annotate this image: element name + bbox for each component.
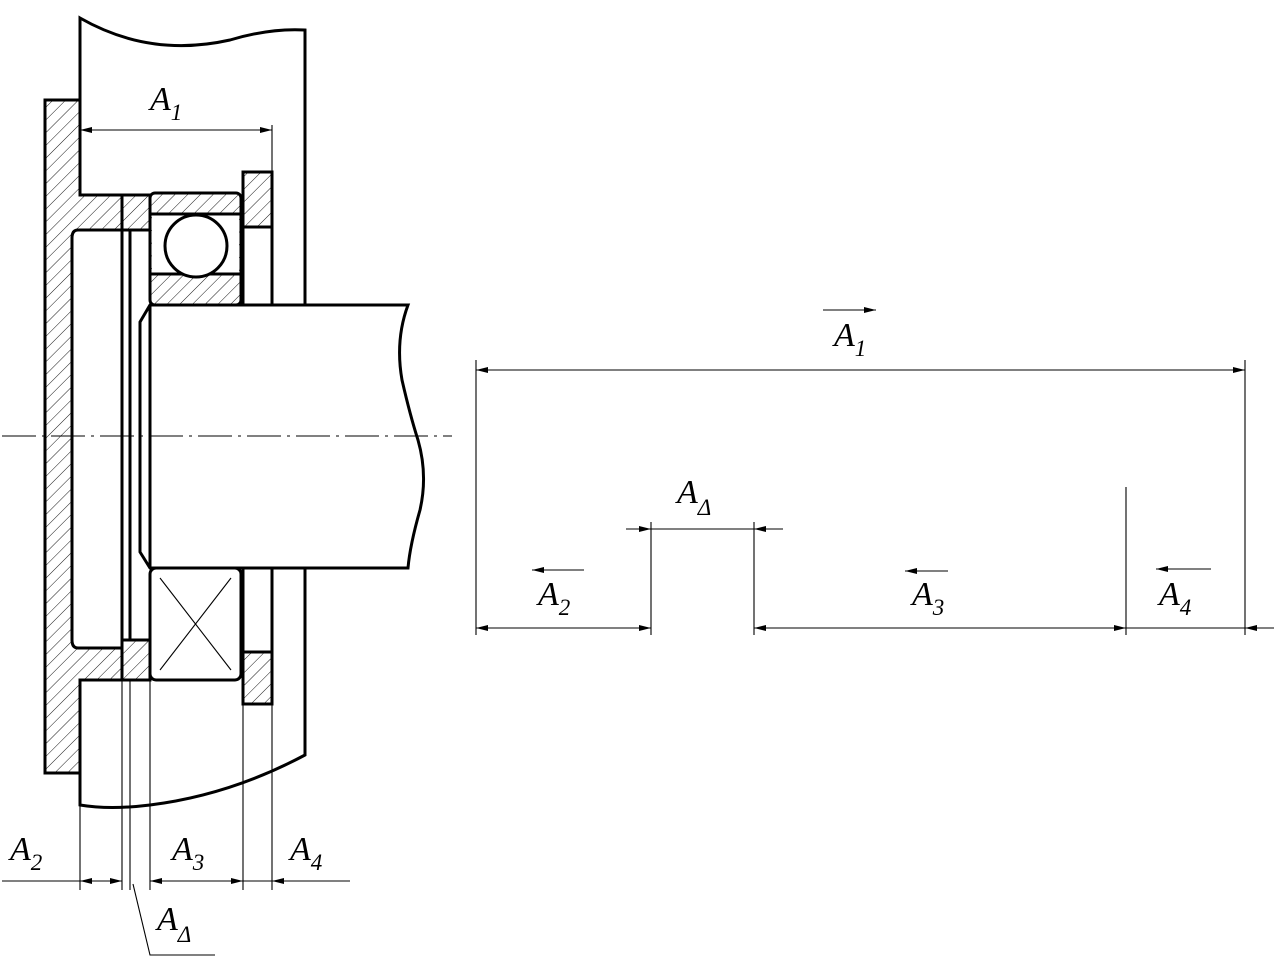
housing-wall-lower	[78, 568, 307, 809]
label-a3-chain: A3	[910, 576, 944, 620]
label-a1-chain: A1	[832, 317, 866, 361]
adjusting-ring-lower	[241, 650, 274, 706]
label-a1-assembly: A1	[148, 81, 182, 125]
spacer-ring-upper	[120, 193, 152, 232]
ball-bearing-upper	[148, 191, 243, 307]
label-a4-chain: A4	[1157, 576, 1191, 620]
label-a4-assembly: A4	[288, 831, 322, 875]
label-a-delta-chain: AΔ	[675, 474, 711, 520]
ball-icon	[163, 213, 229, 279]
label-a2-chain: A2	[536, 576, 570, 620]
housing-wall-upper	[78, 15, 307, 305]
assembly-drawing: A1 A2 A3 A4 AΔ	[2, 15, 452, 956]
spacer-ring-lower	[120, 638, 152, 682]
dimension-chain-diagram: A1 AΔ A2 A3 A4	[475, 307, 1274, 635]
label-a3-assembly: A3	[170, 831, 204, 875]
end-cover	[43, 98, 124, 775]
bearing-lower-simplified	[148, 566, 243, 682]
adjusting-ring-upper	[241, 170, 274, 229]
label-a2-assembly: A2	[8, 831, 42, 875]
leader-a-delta	[132, 883, 215, 956]
label-a-delta-assembly: AΔ	[155, 901, 191, 947]
shaft	[138, 303, 426, 570]
